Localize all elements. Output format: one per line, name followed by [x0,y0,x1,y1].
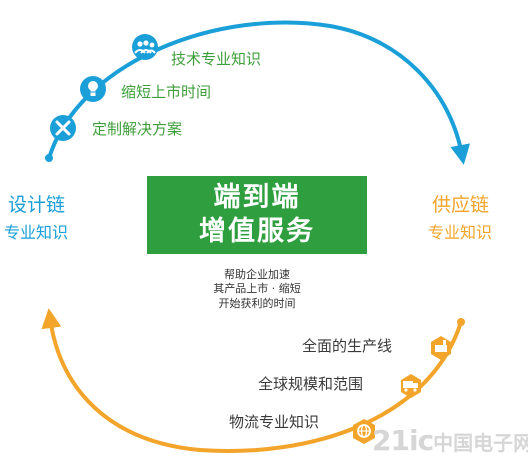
center-desc-line1: 帮助企业加速 [224,268,290,281]
right-title: 供应链 [432,194,490,216]
center-title-box: 端到端 增值服务 [147,176,367,254]
center-desc-line2: 其产品上市 · 缩短 [213,282,301,296]
top-item-label: 缩短上市时间 [121,83,212,101]
people-icon [132,34,158,60]
top-item-label: 技术专业知识 [171,50,262,68]
top-item-label: 定制解决方案 [92,120,183,138]
blue-arc-start-dot [45,154,53,162]
left-subtitle: 专业知识 [4,223,69,242]
center-desc-line3: 开始获利的时间 [218,296,296,310]
left-title: 设计链 [8,194,66,216]
globe-icon [353,419,375,444]
watermark-cn: 中国电子网 [433,431,528,455]
factory-icon [431,336,451,360]
watermark-logo: 21ic中国电子网 [372,424,528,457]
bottom-item-label: 全面的生产线 [302,337,393,355]
truck-icon [401,374,421,398]
center-description: 帮助企业加速 其产品上市 · 缩短 开始获利的时间 [167,268,347,311]
tools-icon [50,115,76,141]
watermark-latin: 21ic [372,424,434,457]
center-title-line1: 端到端 [213,182,301,214]
bottom-item-label: 物流专业知识 [229,413,320,431]
bottom-item-label: 全球规模和范围 [258,375,364,393]
right-subtitle: 专业知识 [428,223,493,242]
center-title-line2: 增值服务 [199,216,315,247]
orange-arc-start-dot [457,318,465,326]
lightbulb-icon [80,76,106,102]
